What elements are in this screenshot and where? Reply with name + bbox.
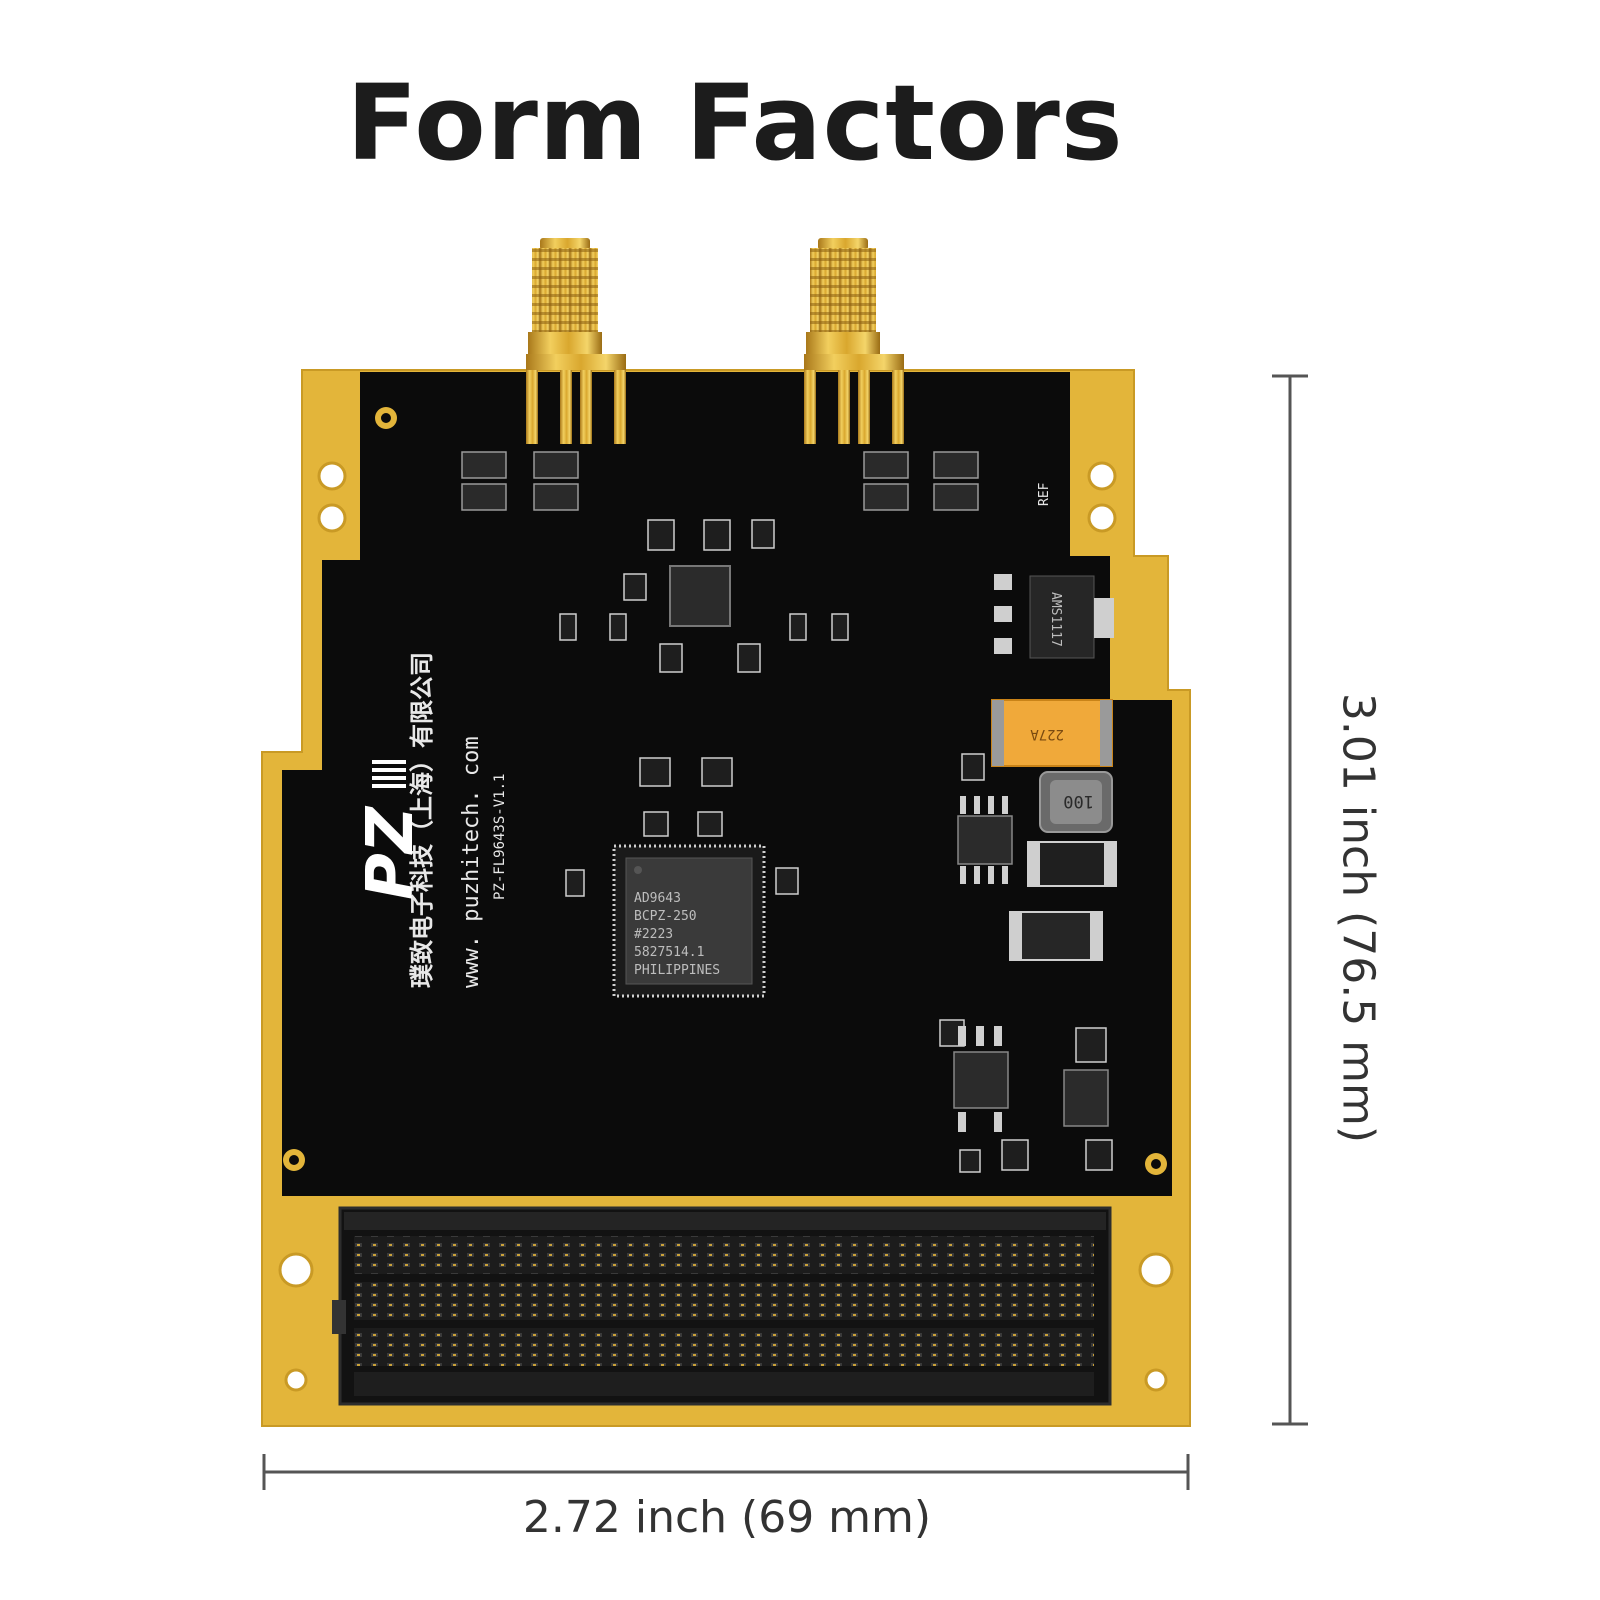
gold-vias — [283, 407, 1167, 1175]
chip-line-5: PHILIPPINES — [634, 963, 720, 978]
pz-logo-text: PZ — [354, 805, 428, 900]
clock-chip — [669, 565, 731, 627]
ldo-chip — [953, 1026, 1009, 1132]
passive-components — [559, 519, 1113, 1173]
rf-transformers — [461, 451, 979, 511]
tantalum-capacitor: 227A — [991, 699, 1113, 767]
small-regulator — [1063, 1027, 1109, 1127]
inductor-label: 100 — [1063, 791, 1094, 811]
schottky-diode — [1027, 841, 1117, 887]
adc-main-chip: AD9643 BCPZ-250 #2223 5827514.1 PHILIPPI… — [612, 844, 766, 998]
chip-line-1: AD9643 — [634, 891, 681, 906]
cap-label: 227A — [1030, 726, 1064, 742]
dc-dc-chip — [957, 796, 1013, 884]
pz-logo: PZ — [354, 760, 428, 900]
chip-line-3: #2223 — [634, 927, 673, 942]
width-dimension-label: 2.72 inch (69 mm) — [522, 1492, 932, 1543]
chip-line-4: 5827514.1 — [634, 945, 704, 960]
model-silk: PZ-FL9643S-V1.1 — [492, 774, 508, 900]
height-dimension-label: 3.01 inch (76.5 mm) — [1332, 692, 1384, 1144]
fmc-connector — [332, 1206, 1112, 1406]
sma-connector-right — [804, 238, 904, 444]
bottom-diode — [1009, 911, 1103, 961]
power-inductor: 100 — [1039, 771, 1113, 833]
regulator-label: AMS1117 — [1048, 592, 1063, 647]
page-title: Form Factors — [346, 62, 1124, 184]
height-dimension-line — [1272, 374, 1308, 1426]
website-silk: www. puzhitech. com — [459, 736, 484, 988]
ref-silk: REF — [1037, 482, 1052, 506]
sma-connector-left — [526, 238, 626, 444]
chip-line-2: BCPZ-250 — [634, 909, 697, 924]
voltage-regulator: AMS1117 — [994, 574, 1114, 659]
mounting-holes — [278, 461, 1174, 1392]
width-dimension-line — [262, 1454, 1190, 1490]
logo-stripes — [372, 760, 406, 788]
company-name-silk: 璞致电子科技（上海）有限公司 — [408, 652, 436, 988]
